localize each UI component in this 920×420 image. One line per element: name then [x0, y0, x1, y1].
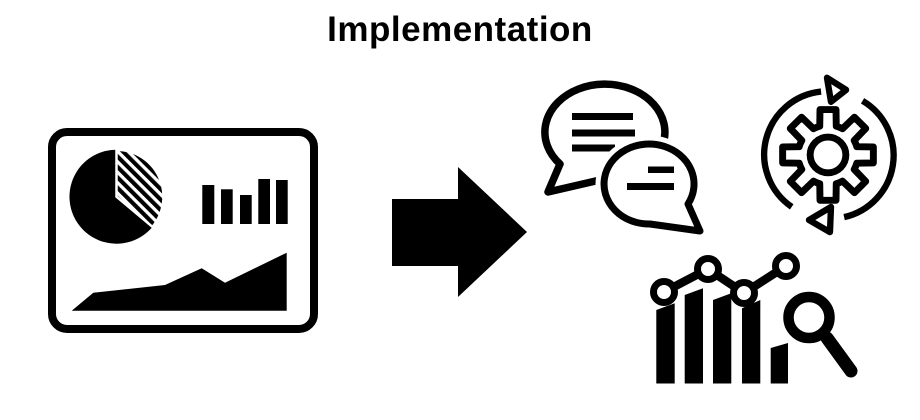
magnifier-icon	[779, 287, 863, 382]
trend-line	[650, 252, 800, 307]
speech-bubbles-icon	[541, 80, 709, 240]
bar-chart-magnifier-icon	[650, 252, 863, 384]
analytics-bars	[656, 288, 788, 384]
cycle-arrows	[761, 74, 897, 236]
gear-cycle-icon	[761, 74, 897, 236]
right-arrow-icon	[392, 167, 527, 297]
area-chart-icon	[71, 252, 287, 311]
small-speech-bubble	[595, 135, 709, 240]
gear-icon	[779, 106, 877, 204]
dashboard-report-icon	[48, 128, 318, 333]
pie-chart-icon	[69, 148, 165, 244]
page-title: Implementation	[327, 10, 593, 49]
bar-chart-icon	[202, 179, 288, 224]
